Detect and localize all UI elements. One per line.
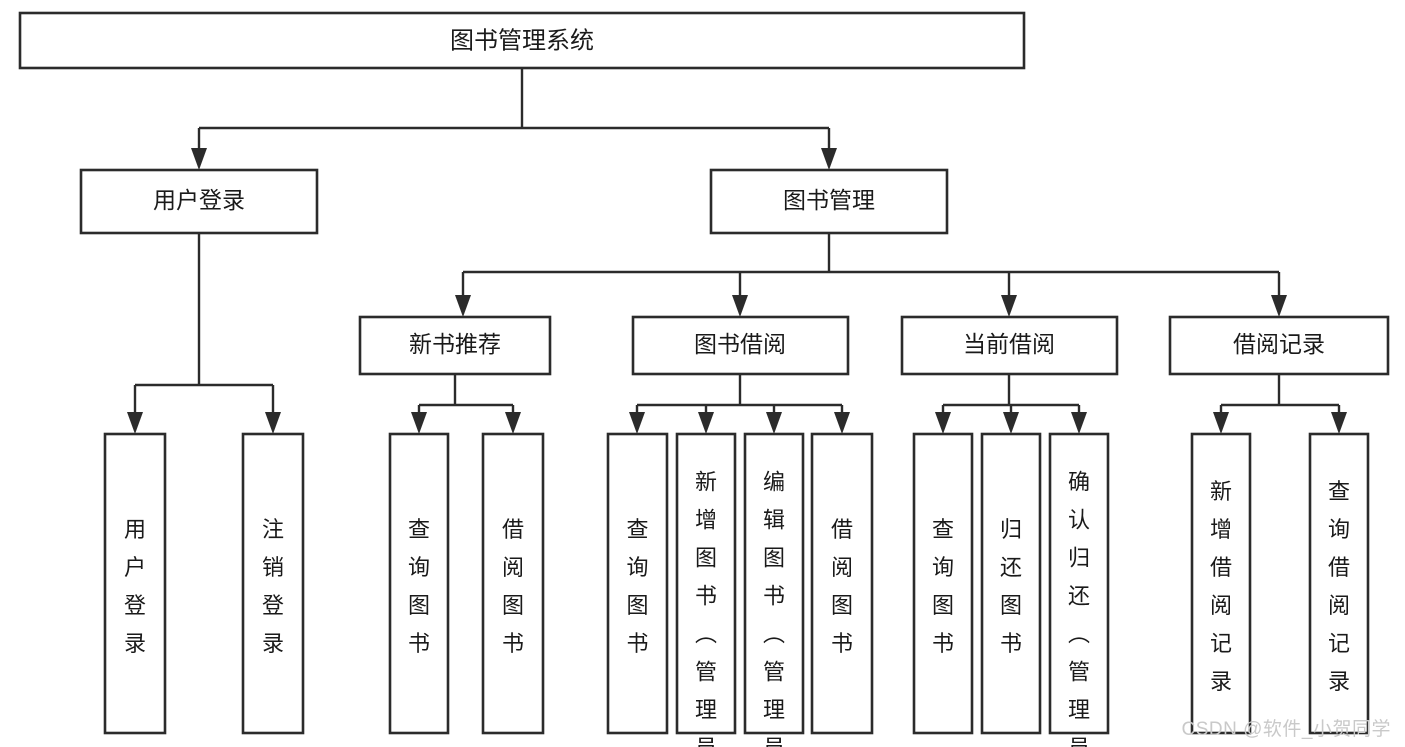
node-leaf-add-record-label: 新增借阅记录 [1210,479,1232,694]
node-leaf-borrow-book-2-box[interactable] [810,432,874,735]
arrow-head-icon [766,412,782,434]
arrow-head-icon [1003,412,1019,434]
node-leaf-user-login-box[interactable] [103,432,167,735]
connector-bookmanage-to-level2 [455,233,1287,317]
node-borrow-record-label: 借阅记录 [1233,331,1325,357]
arrow-head-icon [698,412,714,434]
node-leaf-return-book[interactable]: 归还图书 [980,432,1042,735]
node-book-borrow[interactable]: 图书借阅 [631,315,850,376]
arrow-head-icon [1071,412,1087,434]
arrow-head-icon [821,148,837,170]
node-leaf-user-logout[interactable]: 注销登录 [241,432,305,735]
node-leaf-borrow-book-2[interactable]: 借阅图书 [810,432,874,735]
node-book-manage-box[interactable] [709,168,949,235]
arrow-head-icon [505,412,521,434]
leaf-nodes-layer: 用户登录 注销登录 查询图书 借阅图书 查询图书 新增图书︵管理员︶ 编辑图书︵管理员︶ 借阅… [103,432,1370,747]
node-leaf-add-record[interactable]: 新增借阅记录 [1190,432,1252,735]
node-leaf-query-book-3-label: 查询图书 [932,517,954,656]
connector-borrowrecord-to-leaves [1213,374,1347,434]
node-current-borrow[interactable]: 当前借阅 [900,315,1119,376]
node-leaf-user-login[interactable]: 用户登录 [103,432,167,735]
node-borrow-record-box[interactable] [1168,315,1390,376]
arrow-head-icon [1213,412,1229,434]
node-leaf-query-book-2-label: 查询图书 [626,517,648,656]
node-book-borrow-box[interactable] [631,315,850,376]
arrow-head-icon [732,295,748,317]
node-new-book-recommend-label: 新书推荐 [409,331,501,357]
node-book-manage-label: 图书管理 [783,187,875,213]
node-leaf-query-record[interactable]: 查询借阅记录 [1308,432,1370,735]
node-leaf-add-book-box[interactable] [675,432,737,735]
node-leaf-borrow-book-1-box[interactable] [481,432,545,735]
node-book-borrow-label: 图书借阅 [694,331,786,357]
node-new-book-recommend[interactable]: 新书推荐 [358,315,552,376]
connector-root-to-level1 [191,68,837,170]
arrow-head-icon [265,412,281,434]
node-book-manage[interactable]: 图书管理 [709,168,949,235]
node-leaf-user-logout-label: 注销登录 [262,517,284,656]
connector-bookborrow-to-leaves [629,374,850,434]
arrow-head-icon [191,148,207,170]
arrow-head-icon [411,412,427,434]
node-leaf-user-login-label: 用户登录 [124,517,146,656]
arrow-head-icon [1001,295,1017,317]
node-leaf-confirm-return-box[interactable] [1048,432,1110,735]
node-leaf-edit-book-label: 编辑图书︵管理员︶ [763,470,785,747]
node-leaf-borrow-book-1[interactable]: 借阅图书 [481,432,545,735]
arrow-head-icon [629,412,645,434]
arrow-head-icon [1331,412,1347,434]
node-leaf-return-book-label: 归还图书 [1000,517,1022,656]
node-leaf-return-book-box[interactable] [980,432,1042,735]
node-borrow-record[interactable]: 借阅记录 [1168,315,1390,376]
node-leaf-confirm-return-label: 确认归还︵管理员︶ [1068,470,1090,747]
node-leaf-query-book-2-box[interactable] [606,432,669,735]
node-leaf-query-book-1-label: 查询图书 [408,517,430,656]
node-leaf-query-book-3[interactable]: 查询图书 [912,432,974,735]
node-leaf-add-record-box[interactable] [1190,432,1252,735]
node-leaf-add-book-label: 新增图书︵管理员︶ [695,470,717,747]
node-leaf-query-book-3-box[interactable] [912,432,974,735]
node-leaf-query-book-1[interactable]: 查询图书 [388,432,450,735]
arrow-head-icon [127,412,143,434]
node-leaf-confirm-return[interactable]: 确认归还︵管理员︶ [1048,432,1110,747]
node-leaf-edit-book[interactable]: 编辑图书︵管理员︶ [743,432,805,747]
connector-currentborrow-to-leaves [935,374,1087,434]
node-user-login[interactable]: 用户登录 [79,168,319,235]
node-root-box[interactable] [18,11,1026,70]
arrow-head-icon [1271,295,1287,317]
node-root[interactable]: 图书管理系统 [18,11,1026,70]
node-user-login-box[interactable] [79,168,319,235]
arrow-head-icon [834,412,850,434]
node-leaf-query-record-label: 查询借阅记录 [1328,479,1350,694]
node-leaf-query-record-box[interactable] [1308,432,1370,735]
node-current-borrow-label: 当前借阅 [963,331,1055,357]
arrow-head-icon [935,412,951,434]
node-leaf-query-book-1-box[interactable] [388,432,450,735]
node-leaf-borrow-book-2-label: 借阅图书 [831,517,853,656]
node-current-borrow-box[interactable] [900,315,1119,376]
node-leaf-edit-book-box[interactable] [743,432,805,735]
node-leaf-query-book-2[interactable]: 查询图书 [606,432,669,735]
node-new-book-recommend-box[interactable] [358,315,552,376]
node-user-login-label: 用户登录 [153,187,245,213]
arrow-head-icon [455,295,471,317]
node-leaf-user-logout-box[interactable] [241,432,305,735]
node-leaf-borrow-book-1-label: 借阅图书 [502,517,524,656]
node-leaf-add-book[interactable]: 新增图书︵管理员︶ [675,432,737,747]
connector-userlogin-to-leaves [127,233,281,434]
connector-newbook-to-leaves [411,374,521,434]
node-root-label: 图书管理系统 [450,27,594,54]
